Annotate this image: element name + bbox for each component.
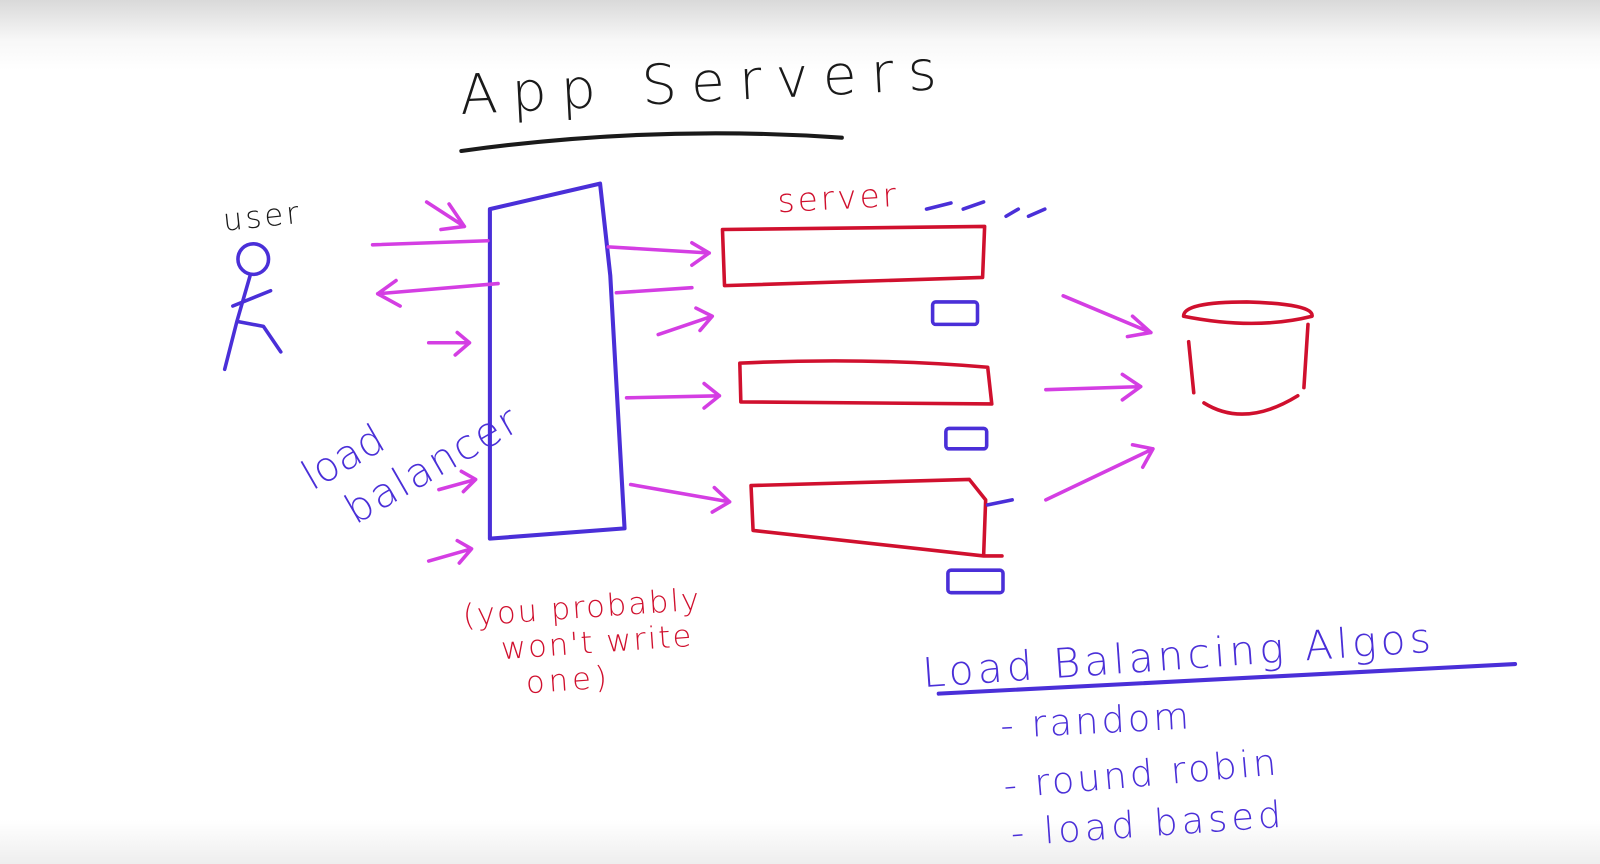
- database-icon: [1181, 300, 1314, 416]
- more-servers-dashes: [924, 200, 1047, 219]
- cache-3-icon: [946, 568, 1005, 595]
- server-caches: [930, 300, 1014, 595]
- user-label: user: [221, 196, 303, 239]
- request-arrows: [370, 200, 1155, 565]
- cache-2-icon: [944, 426, 989, 451]
- server-label: server: [777, 176, 900, 220]
- app-server-1: [720, 224, 987, 288]
- load-balancer-box: [487, 181, 627, 541]
- algo-item-random: - random: [999, 694, 1193, 747]
- user-stick-figure-icon: [222, 242, 283, 372]
- algos-heading: Load Balancing Algos: [921, 613, 1436, 697]
- title: App Servers: [458, 38, 952, 128]
- load-balancer-label: load balancer: [293, 395, 528, 533]
- title-underline: [459, 131, 844, 154]
- cache-1-icon: [930, 300, 980, 327]
- app-server-3: [749, 477, 1004, 558]
- app-server-2: [738, 359, 994, 406]
- note: (you probably won't write one): [462, 582, 703, 701]
- note-line3: one): [525, 660, 612, 701]
- algos-underline: [936, 662, 1518, 696]
